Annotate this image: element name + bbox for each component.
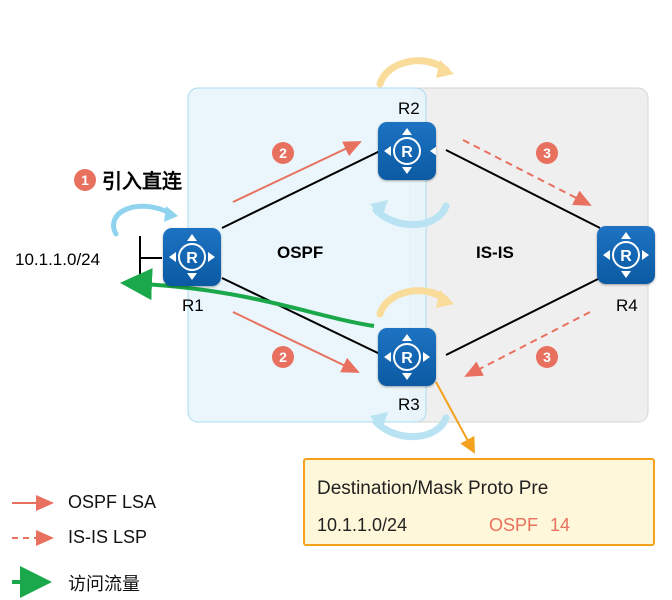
svg-text:R: R [620,248,632,265]
ospf-lsa-arrow-r1-r2 [232,141,362,203]
step-3-badge-upper: 3 [536,142,558,164]
svg-text:R: R [401,350,413,367]
redistribute-swirl-r2-top [376,57,450,88]
redistribute-swirl-r2-bottom [372,202,450,228]
router-r2-label: R2 [398,99,420,118]
svg-text:R: R [401,144,413,161]
router-r1: R [163,228,221,286]
route-table-header: Destination/Mask Proto Pre [317,478,549,499]
network-prefix-label: 10.1.1.0/24 [15,250,101,269]
router-r4-label: R4 [616,296,638,315]
link-r2-r4 [445,149,601,229]
link-r3-r4 [445,277,601,356]
router-r1-label: R1 [182,296,204,315]
step-2-badge-lower: 2 [272,346,294,368]
legend-isis-lsp-label: IS-IS LSP [68,527,148,547]
redistribute-swirl-r1 [111,203,175,237]
router-icon: R [169,234,215,280]
router-r2: R [378,122,436,180]
link-r1-r3 [221,277,383,356]
route-table-connector [435,381,475,454]
link-r1-r2 [221,149,383,229]
isis-zone-label: IS-IS [476,243,514,262]
router-r3: R [378,328,436,386]
svg-text:R: R [186,250,198,267]
router-icon: R [384,334,430,380]
ospf-lsa-arrow-r1-r3 [232,311,360,373]
step-2-badge-upper: 2 [272,142,294,164]
router-r3-label: R3 [398,395,420,414]
legend-traffic-label: 访问流量 [68,574,140,594]
router-icon: R [603,232,649,278]
step-1-badge: 1 [74,169,96,191]
step-1-label: 引入直连 [102,171,182,193]
traffic-arrow [120,268,375,328]
route-proto: OSPF [489,515,539,535]
route-destination: 10.1.1.0/24 [317,515,408,535]
step-3-badge-lower: 3 [536,346,558,368]
legend-ospf-lsa-label: OSPF LSA [68,492,157,512]
router-icon: R [384,128,436,174]
ospf-zone-label: OSPF [277,243,324,262]
route-table: Destination/Mask Proto Pre 10.1.1.0/24 O… [303,458,655,546]
redistribute-swirl-r3-bottom [372,414,450,440]
router-r4: R [597,226,655,284]
route-preference: 14 [550,515,571,535]
